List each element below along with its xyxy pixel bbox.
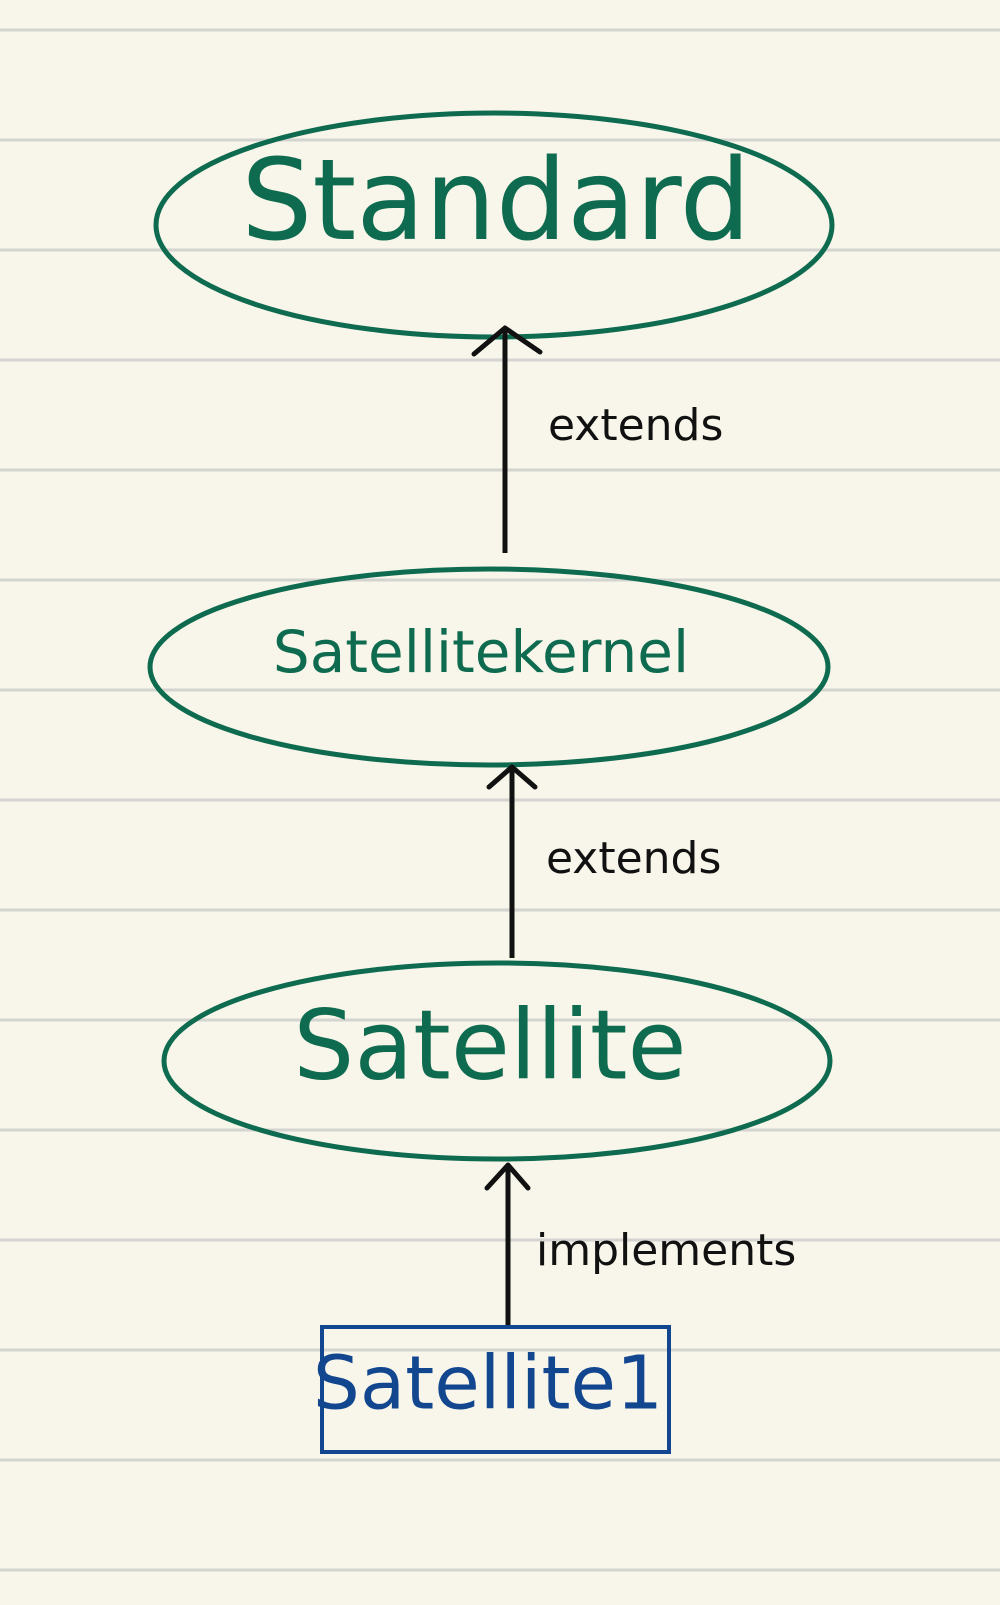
extends-arrow-head-2 (486, 764, 538, 790)
implements-arrow-head (484, 1162, 531, 1191)
satellitekernel-node-label: Satellitekernel (273, 618, 689, 686)
extends-arrow-head-1 (471, 325, 543, 357)
satellite1-node-box (320, 1325, 671, 1454)
satellite-node-label: Satellite (293, 989, 686, 1101)
extends-label-1: extends (548, 400, 723, 451)
satellitekernel-node-ellipse (147, 566, 831, 768)
satellite1-node-label: Satellite1 (313, 1341, 663, 1427)
extends-label-2: extends (546, 833, 721, 884)
implements-label: implements (536, 1225, 796, 1276)
notebook-rule-lines (0, 28, 1000, 1572)
satellite-node-ellipse (161, 960, 833, 1162)
standard-node-label: Standard (241, 136, 751, 266)
